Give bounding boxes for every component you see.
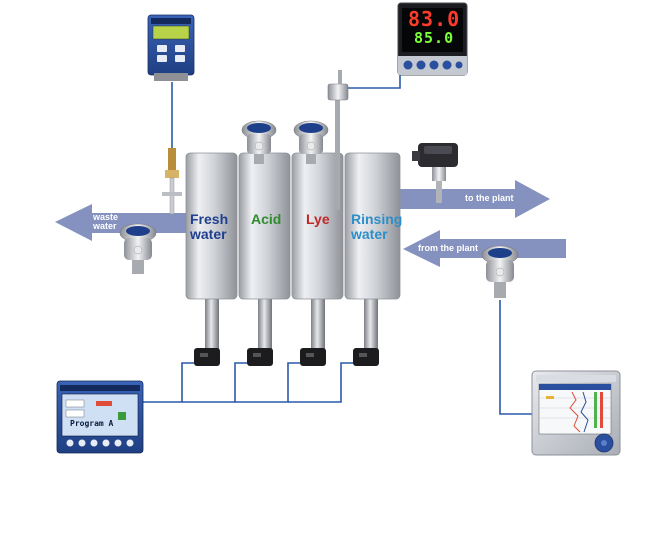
cable-valve-1 bbox=[142, 362, 194, 403]
tank-label-rinsing-water-line2: water bbox=[351, 225, 388, 242]
controller-display-bottom: 85.0 bbox=[414, 29, 455, 47]
from-plant-arrow bbox=[403, 230, 566, 267]
hmi-panel bbox=[56, 380, 144, 454]
tank-label-fresh-water: Fresh water bbox=[190, 212, 228, 241]
pressure-sensor-waste bbox=[119, 223, 157, 274]
conductivity-sensor-outlet bbox=[412, 143, 458, 203]
from-plant-label: from the plant bbox=[418, 243, 478, 253]
cable-network bbox=[142, 62, 532, 415]
temperature-controller bbox=[397, 2, 468, 76]
cable-valve-3 bbox=[235, 362, 300, 403]
waste-water-label: waste water bbox=[93, 212, 119, 232]
tank-label-lye-line1: Lye bbox=[306, 211, 330, 227]
cable-valve-2 bbox=[182, 362, 247, 403]
tank-fresh-water bbox=[185, 152, 238, 300]
tank-label-rinsing-water: Rinsing water bbox=[351, 212, 402, 241]
level-sensor-lye bbox=[293, 120, 329, 164]
waste-water-label-line2: water bbox=[93, 221, 117, 232]
hmi-screen-text: Program A bbox=[70, 419, 114, 428]
cable-recorder bbox=[499, 300, 532, 415]
waste-water-label-line1: waste bbox=[93, 212, 119, 222]
level-probe-fitting bbox=[162, 148, 182, 215]
tank-group bbox=[185, 152, 401, 300]
tank-label-rinsing-water-line1: Rinsing bbox=[351, 211, 403, 227]
tank-label-fresh-water-line1: Fresh bbox=[190, 211, 229, 227]
transmitter-unit bbox=[147, 14, 195, 81]
paperless-recorder bbox=[531, 370, 621, 456]
level-sensor-acid bbox=[241, 120, 277, 164]
cable-valve-4 bbox=[288, 362, 353, 403]
outlet-pipes bbox=[194, 296, 379, 366]
pressure-sensor-return bbox=[481, 245, 519, 298]
temperature-probe bbox=[327, 70, 349, 210]
tank-label-acid-line1: Acid bbox=[251, 211, 282, 227]
tank-label-lye: Lye bbox=[306, 212, 330, 227]
tank-rinsing-water bbox=[344, 152, 401, 300]
tank-label-acid: Acid bbox=[251, 212, 281, 227]
to-plant-label: to the plant bbox=[465, 193, 514, 203]
controller-display-top: 83.0 bbox=[408, 7, 461, 31]
cable-controller bbox=[340, 62, 401, 89]
tank-label-fresh-water-line2: water bbox=[190, 225, 227, 242]
